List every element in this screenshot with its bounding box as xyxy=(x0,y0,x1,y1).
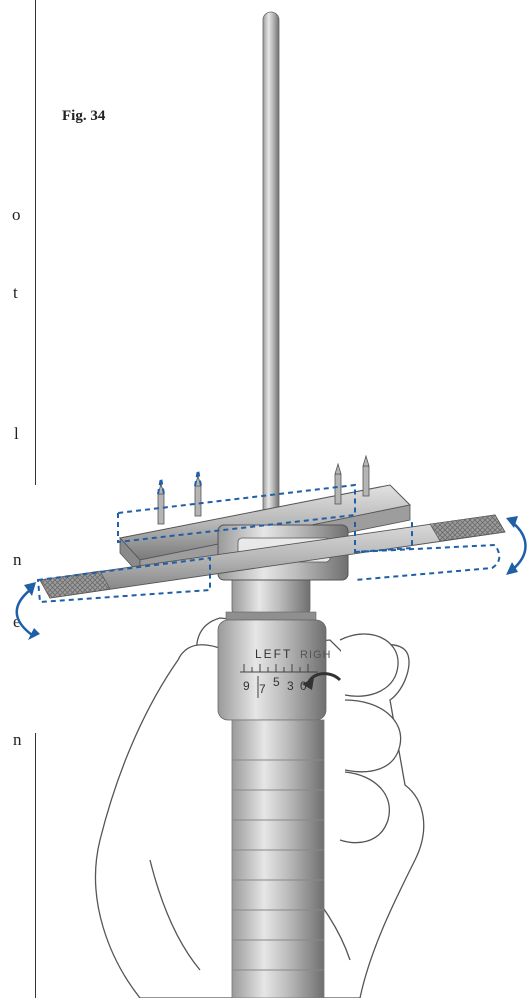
dial-number: 9 xyxy=(243,679,250,693)
rotation-arrows xyxy=(15,521,527,636)
movement-outline xyxy=(36,469,501,604)
dial-number: 0 xyxy=(300,679,307,693)
margin-fragment-4: n xyxy=(13,550,22,569)
column-rule-bottom xyxy=(35,733,36,998)
dial-label-right: RIGH xyxy=(300,649,332,661)
margin-fragment-6: n xyxy=(13,730,22,749)
arrow-up-icon xyxy=(24,582,36,596)
arrow-head-icon xyxy=(302,678,314,690)
margin-fragment-2: t xyxy=(13,283,18,302)
column-rule-top xyxy=(35,0,36,485)
dial-label-left: LEFT xyxy=(255,647,292,661)
margin-fragment-5: e xyxy=(13,612,21,631)
dial-number: 7 xyxy=(259,682,266,696)
dial-number: 5 xyxy=(273,675,280,689)
arrow-down-icon xyxy=(506,562,518,575)
guide-rod xyxy=(262,11,280,533)
figure-label: Fig. 34 xyxy=(62,108,106,124)
margin-fragment-1: o xyxy=(12,205,21,224)
handle-body: LEFT RIGH 9 7 5 3 0 xyxy=(217,544,342,998)
margin-fragment-3: l xyxy=(14,424,19,443)
arrow-down-icon xyxy=(28,628,40,640)
arrow-up-icon xyxy=(506,516,518,528)
rotation-arrowheads xyxy=(24,516,518,640)
dial-number: 3 xyxy=(287,679,294,693)
